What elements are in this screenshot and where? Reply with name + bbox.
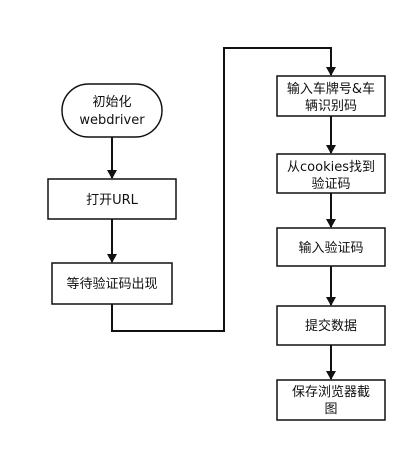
node-input-plate-vin: 输入车牌号&车 辆识别码 <box>276 75 386 117</box>
node-input-captcha: 输入验证码 <box>276 227 386 267</box>
node-open-url: 打开URL <box>47 178 177 220</box>
node-find-captcha: 从cookies找到 验证码 <box>276 153 386 194</box>
node-screenshot-line-2: 图 <box>324 402 337 417</box>
node-input-plate-line-2: 辆识别码 <box>305 99 357 114</box>
node-submit-data: 提交数据 <box>276 305 386 346</box>
node-input-captcha-label: 输入验证码 <box>298 240 363 256</box>
node-screenshot-line-1: 保存浏览器截 <box>292 384 370 400</box>
node-init-line-2: webdriver <box>79 113 145 128</box>
node-find-captcha-line-2: 验证码 <box>311 176 350 192</box>
connectors <box>107 47 336 380</box>
node-input-plate-line-1: 输入车牌号&车 <box>287 81 375 97</box>
edge-wait-captcha-to-input-plate <box>111 47 336 332</box>
node-init-webdriver: 初始化 webdriver <box>61 83 163 138</box>
node-save-screenshot: 保存浏览器截 图 <box>276 379 386 421</box>
node-submit-label: 提交数据 <box>305 318 357 334</box>
node-find-captcha-line-1: 从cookies找到 <box>287 160 375 175</box>
node-wait-captcha-label: 等待验证码出现 <box>66 276 157 292</box>
node-open-url-label: 打开URL <box>86 193 139 208</box>
node-wait-captcha: 等待验证码出现 <box>51 262 173 305</box>
node-init-line-1: 初始化 <box>92 95 131 110</box>
